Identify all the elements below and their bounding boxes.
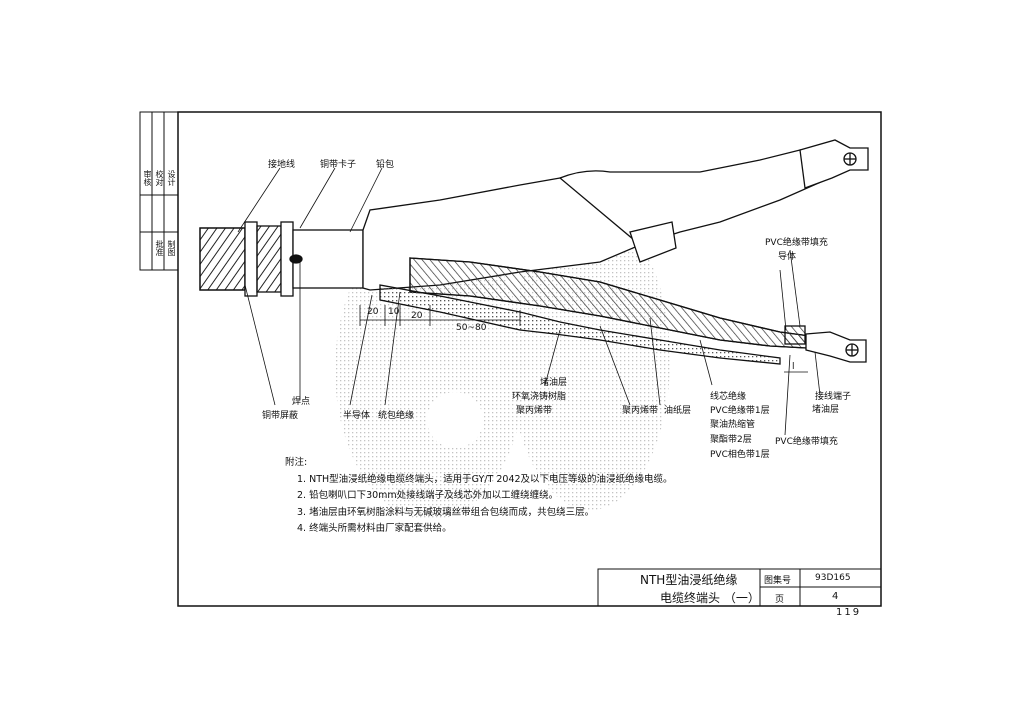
- sheet-page-number: 119: [836, 607, 862, 618]
- dim-20b: 20: [411, 311, 423, 321]
- notes-block: 附注: 1. NTH型油浸纸绝缘电缆终端头，适用于GY/T 2042及以下电压等…: [285, 455, 673, 538]
- label-oil-block-2: 堵油层: [812, 405, 840, 415]
- label-lead-sheath: 铅包: [376, 160, 395, 170]
- label-oil-paper: 油纸层: [664, 406, 692, 416]
- note-3: 3. 堵油层由环氧树脂涂料与无碱玻璃丝带组合包绕而成，共包绕三层。: [297, 506, 595, 518]
- label-pvc-tape-1: PVC绝缘带1层: [710, 406, 770, 416]
- label-conductor: 导体: [778, 252, 797, 262]
- label-epoxy-cast: 环氧浇铸树脂: [512, 392, 567, 402]
- label-lug: 接线端子: [815, 392, 852, 402]
- label-pvc-color-1: PVC相色带1层: [710, 450, 770, 460]
- drawing-frame: [177, 111, 882, 607]
- side-label-4: 批准: [155, 240, 164, 256]
- page-label: 页: [775, 595, 785, 605]
- title-block: [597, 568, 882, 607]
- atlas-label: 图集号: [764, 576, 792, 586]
- label-heat-shrink: 聚油热缩管: [710, 420, 756, 430]
- label-solder-point: 焊点: [292, 397, 311, 407]
- label-pvc-fill-top: PVC绝缘带填充: [765, 238, 828, 248]
- label-semi-conductor: 半导体: [343, 411, 371, 421]
- dim-l: l: [792, 362, 795, 372]
- side-label-2: 校对: [155, 170, 164, 186]
- note-2: 2. 铅包喇叭口下30mm处接线端子及线芯外加以工缠绕缠绕。: [297, 490, 559, 501]
- label-polyester-tape-2: 聚丙烯带: [622, 406, 659, 416]
- label-belt-insulation: 统包绝缘: [378, 411, 415, 421]
- label-core-insulation: 线芯绝缘: [710, 392, 747, 402]
- dim-50-80: 50~80: [456, 323, 487, 333]
- dimension-lines: [359, 305, 808, 373]
- side-label-1: 审核: [143, 170, 152, 186]
- side-signature-column: [139, 111, 179, 271]
- notes-heading: 附注:: [285, 457, 308, 468]
- dim-10: 10: [388, 307, 400, 317]
- label-tape-2: 聚酯带2层: [710, 435, 752, 445]
- cable-assembly: [199, 139, 869, 365]
- atlas-number: 93D165: [815, 573, 851, 583]
- label-pvc-fill-bottom: PVC绝缘带填充: [775, 437, 838, 447]
- side-label-3: 设计: [167, 170, 176, 186]
- note-1: 1. NTH型油浸纸绝缘电缆终端头，适用于GY/T 2042及以下电压等级的油浸…: [297, 473, 673, 485]
- label-copper-shield: 铜带屏蔽: [262, 411, 299, 421]
- title-line-1: NTH型油浸纸绝缘: [640, 573, 738, 587]
- label-polyester-tape: 聚丙烯带: [516, 406, 553, 416]
- label-ground-wire: 接地线: [268, 160, 296, 170]
- title-line-2: 电缆终端头 （一）: [660, 591, 760, 605]
- note-4: 4. 终端头所需材料由厂家配套供给。: [297, 523, 452, 534]
- dim-20a: 20: [367, 307, 379, 317]
- leader-lines: [237, 167, 821, 436]
- side-label-5: 制图: [167, 240, 176, 256]
- label-copper-clip: 铜带卡子: [320, 160, 357, 170]
- page-no: 4: [832, 591, 839, 602]
- label-oil-block-layer: 堵油层: [540, 378, 568, 388]
